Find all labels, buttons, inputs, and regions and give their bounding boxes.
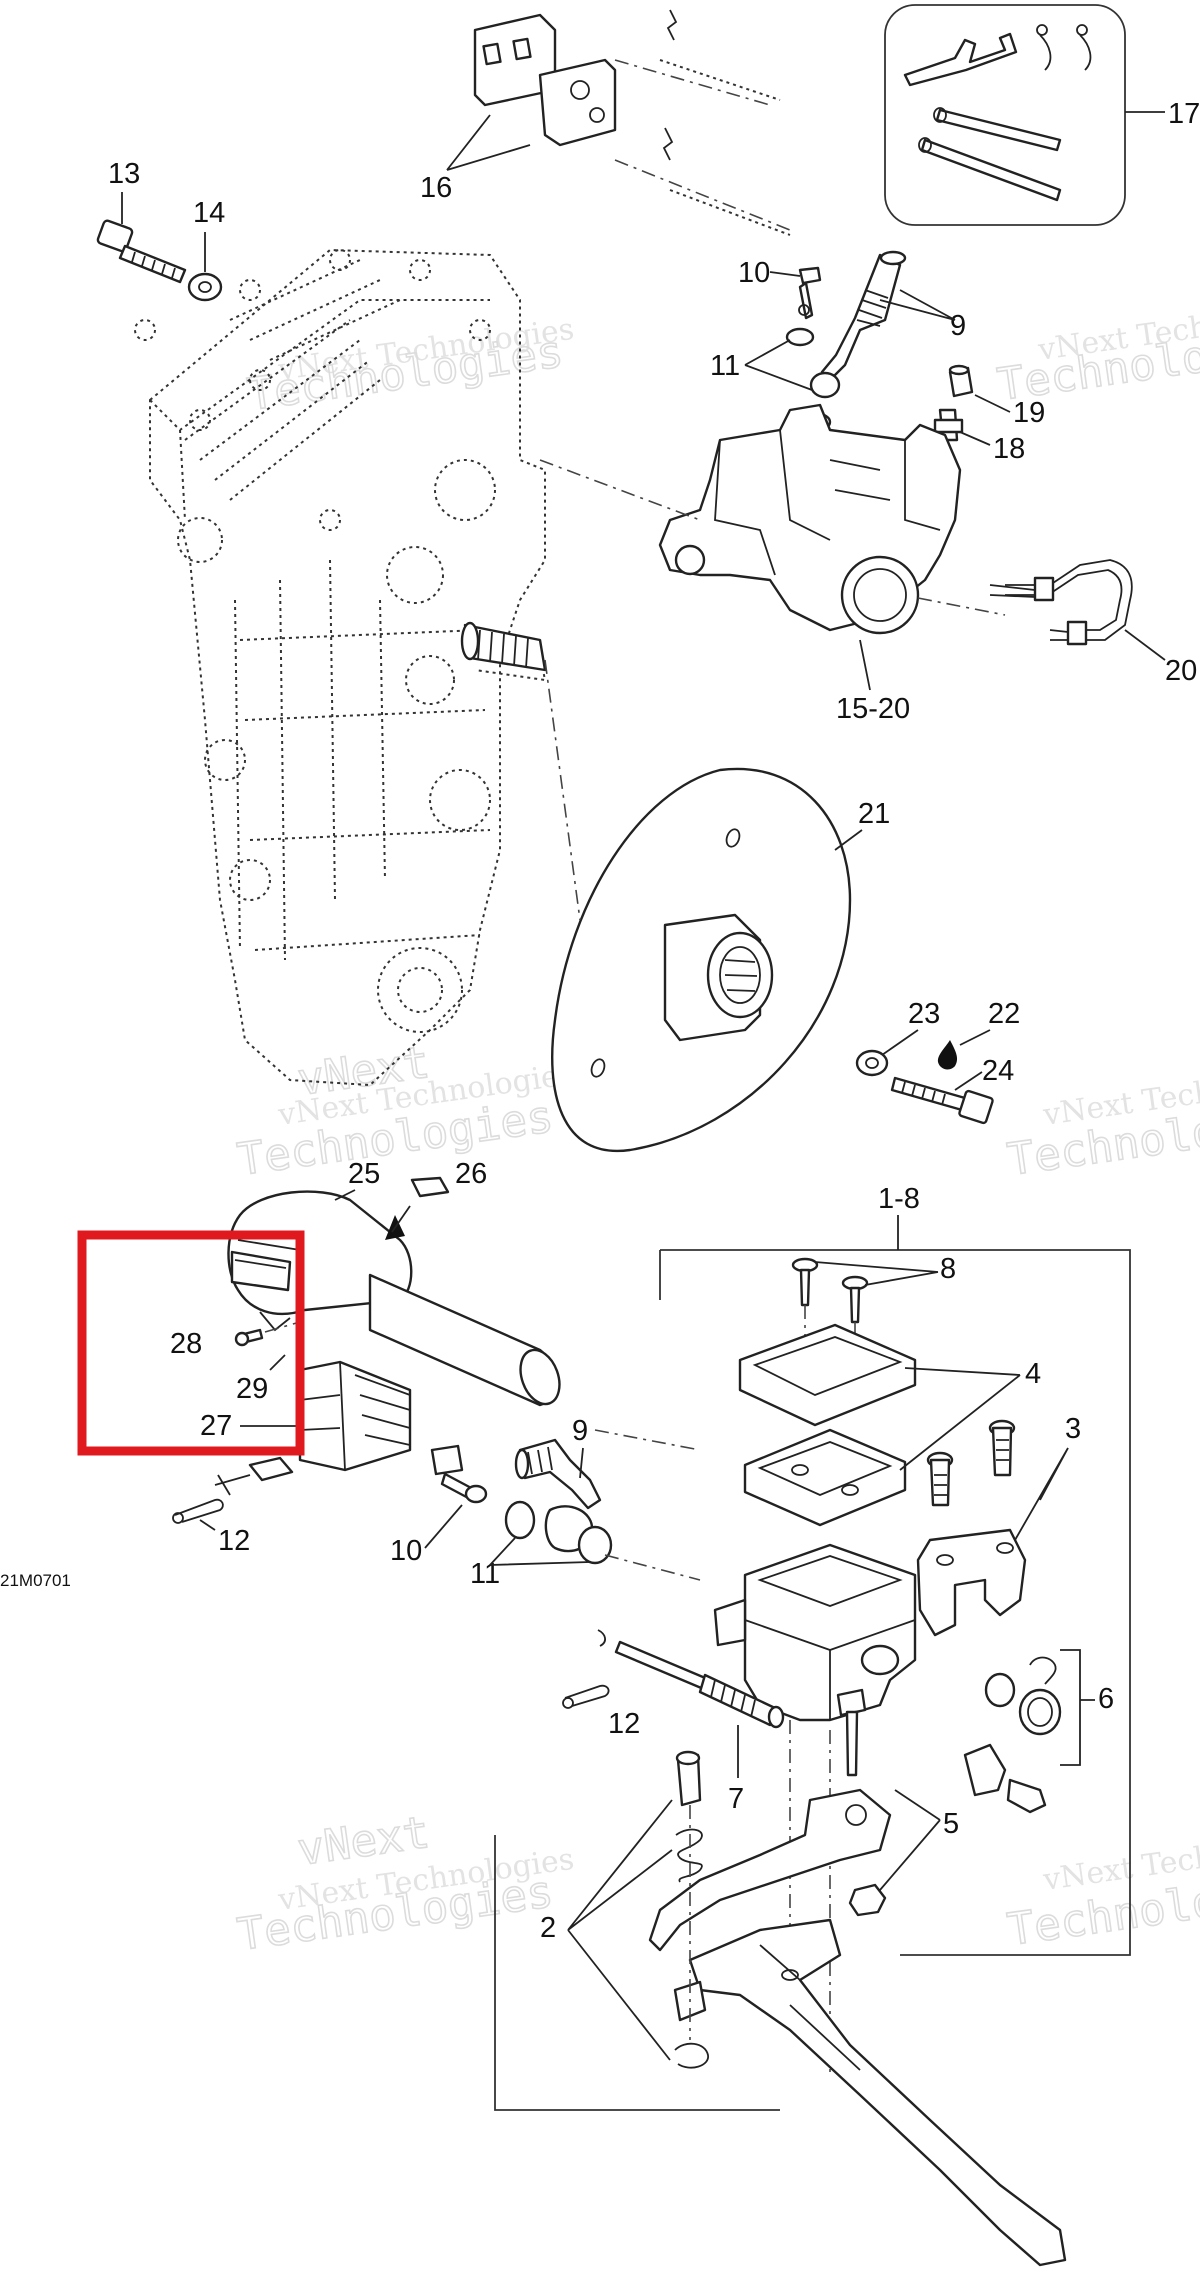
leader-line <box>974 394 1011 413</box>
leader-line <box>834 829 863 851</box>
callout-1-8: 1-8 <box>878 1183 920 1215</box>
callout-21: 21 <box>858 798 890 830</box>
part-23-washer <box>855 1049 889 1077</box>
callout-19: 19 <box>1013 397 1045 429</box>
callout-9-top: 9 <box>950 310 966 342</box>
part-27-connector <box>214 1360 412 1496</box>
part-26-label <box>385 1176 450 1240</box>
callout-5: 5 <box>943 1808 959 1840</box>
part-8-cover-screws <box>791 1257 869 1370</box>
callout-23: 23 <box>908 998 940 1030</box>
callout-10-top: 10 <box>738 257 770 289</box>
leader-line <box>579 1447 584 1479</box>
part-5-pivot-bolt-nut <box>836 1688 887 1917</box>
part-13-bolt <box>96 219 187 284</box>
part-12-cotter-pin-left <box>172 1498 224 1524</box>
callout-20: 20 <box>1165 655 1197 687</box>
part-16-brake-pads <box>473 9 791 236</box>
callout-28: 28 <box>170 1328 202 1360</box>
part-21-brake-disc <box>544 659 852 1153</box>
part-9-10-11-banjo-top <box>785 250 907 432</box>
callout-6: 6 <box>1098 1683 1114 1715</box>
part-12-cotter-pin-right <box>562 1684 610 1709</box>
leader-line <box>269 1354 286 1371</box>
part-14-washer <box>187 272 223 302</box>
leader-line <box>899 1367 1021 1471</box>
lever-frame <box>494 1835 780 2111</box>
part-4-reservoir-cover <box>738 1323 917 1527</box>
part-19-cap <box>948 364 974 398</box>
leader-line <box>814 1261 939 1286</box>
callout-12-right: 12 <box>608 1708 640 1740</box>
part-15-20-caliper <box>539 403 1006 635</box>
part-9-hose-fitting-mid <box>514 1438 602 1510</box>
gearbox-output-spline <box>460 621 547 672</box>
leader-line <box>881 1029 919 1056</box>
part-11-seal-washers-mid <box>504 1429 701 1581</box>
callout-24: 24 <box>982 1055 1014 1087</box>
callout-3: 3 <box>1065 1413 1081 1445</box>
leader-line <box>744 339 813 391</box>
part-18-bleeder <box>933 408 964 442</box>
callout-13: 13 <box>108 158 140 190</box>
leader-line <box>959 1029 991 1046</box>
part-20-brake-line <box>989 559 1133 646</box>
callout-8: 8 <box>940 1253 956 1285</box>
callout-11-top: 11 <box>710 350 740 382</box>
leader-line <box>334 1189 356 1201</box>
brake-lever <box>648 1788 1067 2267</box>
part-6-plug-oring <box>963 1656 1062 1814</box>
callout-26: 26 <box>455 1158 487 1190</box>
callout-22: 22 <box>988 998 1020 1030</box>
part-28-screw <box>234 1321 301 1347</box>
leader-line <box>567 1799 673 2061</box>
leader-line <box>879 1789 941 1891</box>
leader-line <box>1124 629 1166 661</box>
callout-15-20: 15-20 <box>836 693 910 725</box>
callout-7: 7 <box>728 1783 744 1815</box>
callout-18: 18 <box>993 433 1025 465</box>
callout-9-mid: 9 <box>572 1415 588 1447</box>
leader-line <box>959 431 991 446</box>
callout-29: 29 <box>236 1373 268 1405</box>
part-3-clamp-bolts <box>916 1419 1027 1637</box>
leader-line <box>199 1519 216 1531</box>
part-7-push-rod <box>597 1629 785 1729</box>
part-22-loctite-drop <box>937 1040 958 1070</box>
leader-line <box>1014 1447 1069 1541</box>
leader-line <box>424 1504 463 1549</box>
callout-2: 2 <box>540 1912 556 1944</box>
part-24-bolt <box>890 1076 994 1125</box>
part-2-pin-spring-clip <box>673 1750 709 2069</box>
callout-12-left: 12 <box>218 1525 250 1557</box>
leader-line <box>489 1537 591 1566</box>
leader-line <box>1060 1649 1095 1766</box>
leader-line <box>446 114 531 171</box>
callout-10-mid: 10 <box>390 1535 422 1567</box>
leader-line <box>954 1071 983 1091</box>
leader-line <box>879 289 956 321</box>
part-25-sensor-housing <box>227 1190 561 1407</box>
part-10-banjo-bolt-mid <box>430 1444 488 1504</box>
part-17-pin-kit <box>884 4 1126 226</box>
highlight-box <box>77 1230 305 1456</box>
callout-14: 14 <box>193 197 225 229</box>
leader-line <box>859 639 871 691</box>
callout-16: 16 <box>420 172 452 204</box>
watermarks: vNext Technologies Technologies vNext Te… <box>234 292 1200 1962</box>
master-cylinder-body <box>713 1543 917 2075</box>
callout-17: 17 <box>1168 98 1200 130</box>
drawing-code: 21M0701 <box>0 1571 71 1590</box>
callout-27: 27 <box>200 1410 232 1442</box>
callout-4: 4 <box>1025 1358 1041 1390</box>
callout-25: 25 <box>348 1158 380 1190</box>
callout-11-mid: 11 <box>470 1558 500 1590</box>
leader-line <box>769 271 801 277</box>
assembly-frame <box>660 1249 1131 1956</box>
